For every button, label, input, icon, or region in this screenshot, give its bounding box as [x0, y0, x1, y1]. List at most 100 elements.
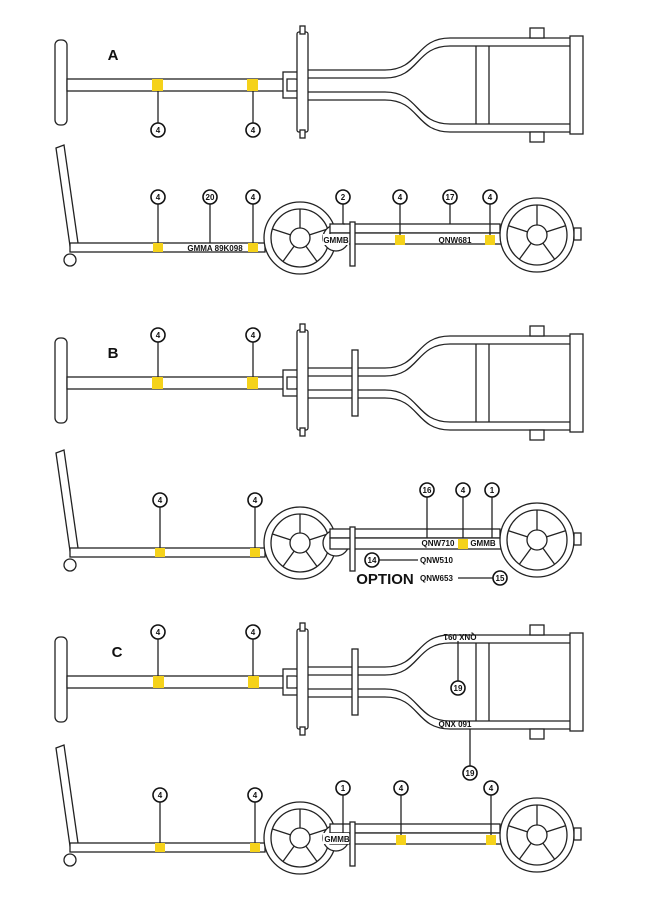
option-label: OPTION: [356, 571, 414, 588]
caster-wheel: [63, 853, 77, 867]
callout-circle: [364, 552, 380, 568]
yellow-marker: [248, 243, 258, 252]
yellow-marker: [152, 377, 163, 389]
frame-tube: [308, 37, 583, 71]
callout-circle: [245, 624, 261, 640]
callout-circle: [247, 787, 263, 803]
axle-block: [573, 827, 582, 841]
wheel-spoke: [309, 228, 328, 236]
callout-number: 14: [368, 556, 377, 565]
wheel-spoke: [542, 842, 556, 860]
wheel-spoke: [542, 242, 556, 260]
wheel-spoke: [309, 828, 328, 836]
plate-stub: [299, 622, 306, 632]
callout-number: 4: [251, 628, 256, 637]
frame-tube: [308, 642, 583, 676]
wheel-spoke: [508, 530, 528, 538]
callout-number: 1: [490, 486, 495, 495]
callout-number: 4: [251, 331, 256, 340]
wheel-hub: [526, 224, 548, 246]
callout-number: 1: [341, 784, 346, 793]
wheel-spoke: [546, 825, 566, 833]
callout-circle: [455, 482, 471, 498]
wheel-spoke: [272, 533, 291, 541]
frame-tube: [308, 91, 583, 125]
callout-circle: [462, 765, 478, 781]
callout-circle: [152, 492, 168, 508]
frame-tube: [308, 634, 583, 668]
frame-crossbar: [475, 643, 490, 721]
side-handle: [55, 744, 79, 847]
callout-circle: [335, 189, 351, 205]
callout-circle: [245, 122, 261, 138]
callout-number: 19: [466, 769, 475, 778]
wheel-spoke: [282, 550, 295, 567]
frame-tube: [308, 343, 583, 377]
wheel-hub: [526, 824, 548, 846]
callout-number: 4: [156, 331, 161, 340]
frame-tube: [308, 389, 583, 423]
callout-number: 4: [489, 784, 494, 793]
callout-circle: [245, 189, 261, 205]
yellow-marker: [486, 835, 496, 845]
wheel-spoke: [272, 828, 291, 836]
part-code: GMMB: [470, 539, 496, 548]
yellow-marker: [247, 79, 258, 91]
mounting-plate: [296, 628, 309, 730]
yellow-marker: [247, 377, 258, 389]
callout-circle: [450, 680, 466, 696]
frame-tube: [308, 45, 583, 79]
side-handle: [55, 449, 79, 552]
wheel-spoke: [546, 225, 566, 233]
frame-flange: [351, 349, 359, 417]
wheel-hub: [289, 827, 311, 849]
callout-circle: [392, 189, 408, 205]
callout-circle: [492, 570, 508, 586]
yellow-marker: [248, 676, 259, 688]
plate-stub: [299, 427, 306, 437]
t-handle-bar: [54, 39, 68, 126]
callout-number: 4: [253, 791, 258, 800]
frame-flange: [351, 648, 359, 716]
frame-end-bar: [569, 35, 584, 135]
callout-number: 17: [446, 193, 455, 202]
mounting-plate: [296, 31, 309, 133]
callout-circle: [150, 189, 166, 205]
wheel-spoke: [518, 242, 532, 260]
part-code: QNW681: [439, 236, 472, 245]
callout-number: 4: [156, 628, 161, 637]
part-code-inverted: QNX 091: [443, 632, 476, 641]
code-bg: [323, 833, 349, 844]
callout-number: 4: [156, 193, 161, 202]
wheel-spoke: [305, 845, 318, 862]
callout-number: 4: [253, 496, 258, 505]
callout-number: 4: [251, 193, 256, 202]
yellow-marker: [155, 843, 165, 852]
frame-tube: [308, 99, 583, 133]
callout-circle: [247, 492, 263, 508]
code-bg: [323, 234, 349, 245]
part-code: GMMB: [323, 236, 349, 245]
callout-number: 4: [158, 791, 163, 800]
section-label: B: [108, 345, 119, 362]
yellow-marker: [155, 548, 165, 557]
t-handle-bar: [54, 636, 68, 723]
frame-end-bar: [569, 333, 584, 433]
yellow-marker: [250, 548, 260, 557]
yellow-marker: [250, 843, 260, 852]
chassis-rail: [329, 832, 503, 845]
side-plate: [349, 821, 356, 867]
wheel-spoke: [282, 845, 295, 862]
callout-circle: [150, 624, 166, 640]
wheel-hub: [289, 227, 311, 249]
section-label: A: [108, 47, 119, 64]
side-plate: [349, 221, 356, 267]
caster-wheel: [63, 558, 77, 572]
callout-number: 4: [398, 193, 403, 202]
t-handle-bar: [54, 337, 68, 424]
wheel-spoke: [542, 547, 556, 565]
part-code: GMMA 89K098: [187, 244, 243, 253]
